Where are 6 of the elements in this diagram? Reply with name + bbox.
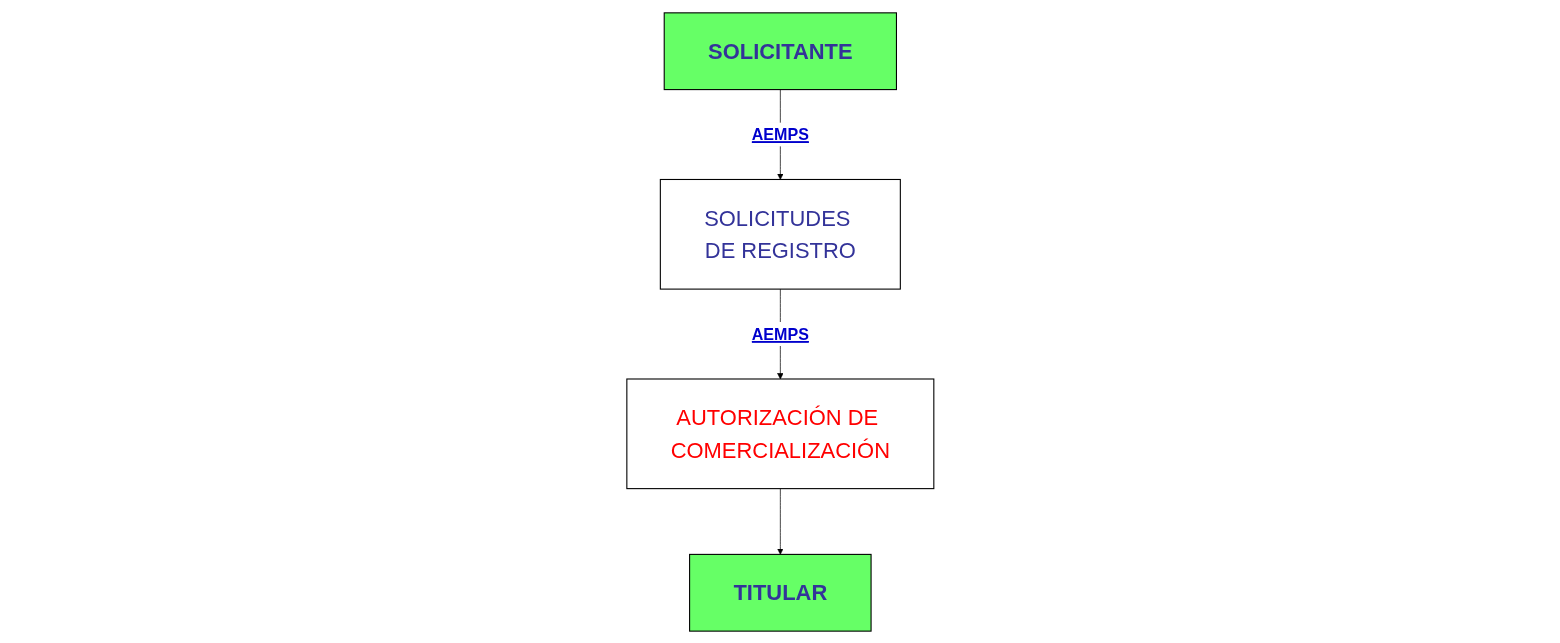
node-box: SOLICITUDES DE REGISTRO bbox=[659, 178, 901, 290]
edge-label: AEMPS bbox=[751, 324, 809, 343]
node-box: TITULAR bbox=[688, 553, 872, 632]
edge-label: AEMPS bbox=[751, 124, 809, 144]
node-box: AUTORIZACIÓN DE COMERCIALIZACIÓN bbox=[625, 377, 935, 489]
node-box: SOLICITANTE bbox=[663, 11, 897, 90]
